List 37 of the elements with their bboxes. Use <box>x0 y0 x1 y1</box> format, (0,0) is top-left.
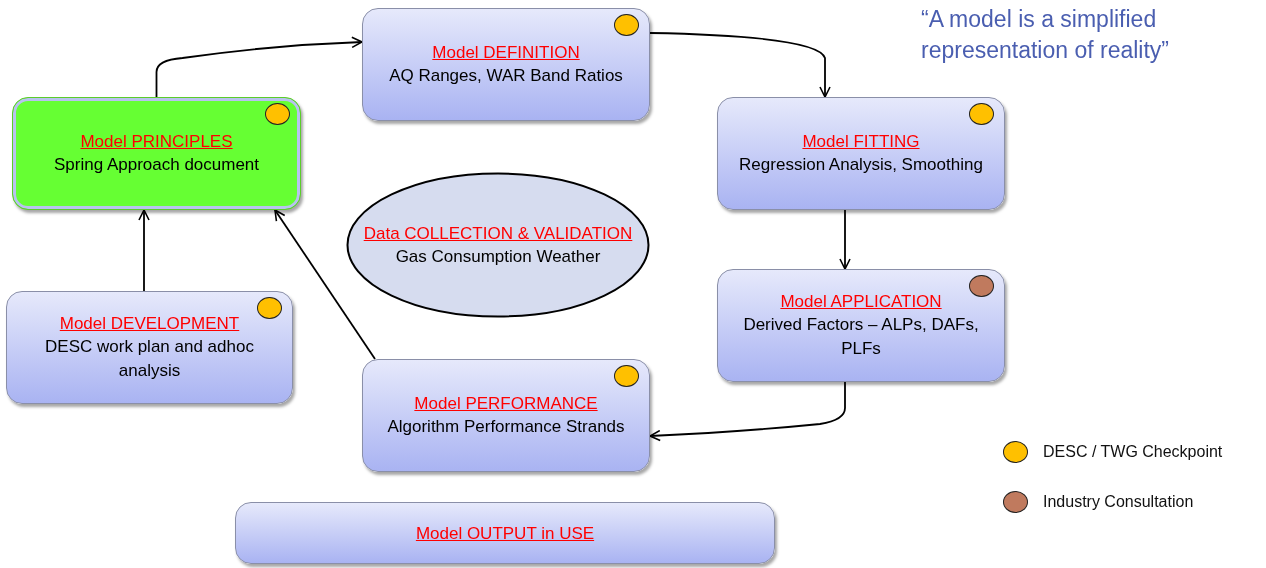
status-dot <box>969 275 994 297</box>
process-box <box>235 502 775 564</box>
stage-description: AQ Ranges, WAR Band Ratios <box>389 65 623 87</box>
arrow <box>138 209 150 292</box>
legend-label: Industry Consultation <box>1043 493 1194 511</box>
process-box <box>717 97 1005 210</box>
arrow <box>839 209 851 270</box>
stage-heading: Model PERFORMANCE <box>414 393 598 415</box>
stage-heading: Model DEVELOPMENT <box>59 313 240 335</box>
status-dot <box>614 14 639 36</box>
stage-heading: Model DEFINITION <box>432 42 580 64</box>
status-dot <box>969 103 994 125</box>
stage-heading: Model APPLICATION <box>780 291 942 313</box>
arrow <box>274 209 376 360</box>
quote-text: “A model is a simplified representation of reality” <box>921 5 1170 65</box>
process-box <box>362 359 650 472</box>
stage-description: Spring Approach document <box>53 154 260 176</box>
process-box <box>717 269 1005 382</box>
process-box <box>6 291 293 404</box>
stage-heading: Model PRINCIPLES <box>80 131 233 153</box>
legend-label: DESC / TWG Checkpoint <box>1043 443 1223 461</box>
arrow <box>155 36 363 98</box>
stage-heading: Model OUTPUT in USE <box>415 522 595 545</box>
stage-heading: Model FITTING <box>802 131 920 153</box>
status-dot <box>257 297 282 319</box>
stage-description: Regression Analysis, Smoothing <box>739 154 983 176</box>
process-box <box>362 8 650 121</box>
arrow <box>649 32 831 98</box>
stage-description: Derived Factors – ALPs, DAFs, PLFs <box>742 314 980 360</box>
status-dot <box>614 365 639 387</box>
stage-description: Gas Consumption Weather <box>395 245 601 268</box>
process-box <box>12 97 301 210</box>
stage-description: Algorithm Performance Strands <box>387 416 625 438</box>
stage-description: DESC work plan and adhoc analysis <box>44 336 255 382</box>
stage-heading: Data COLLECTION & VALIDATION <box>363 222 633 245</box>
status-dot <box>265 103 290 125</box>
arrow <box>649 381 846 442</box>
